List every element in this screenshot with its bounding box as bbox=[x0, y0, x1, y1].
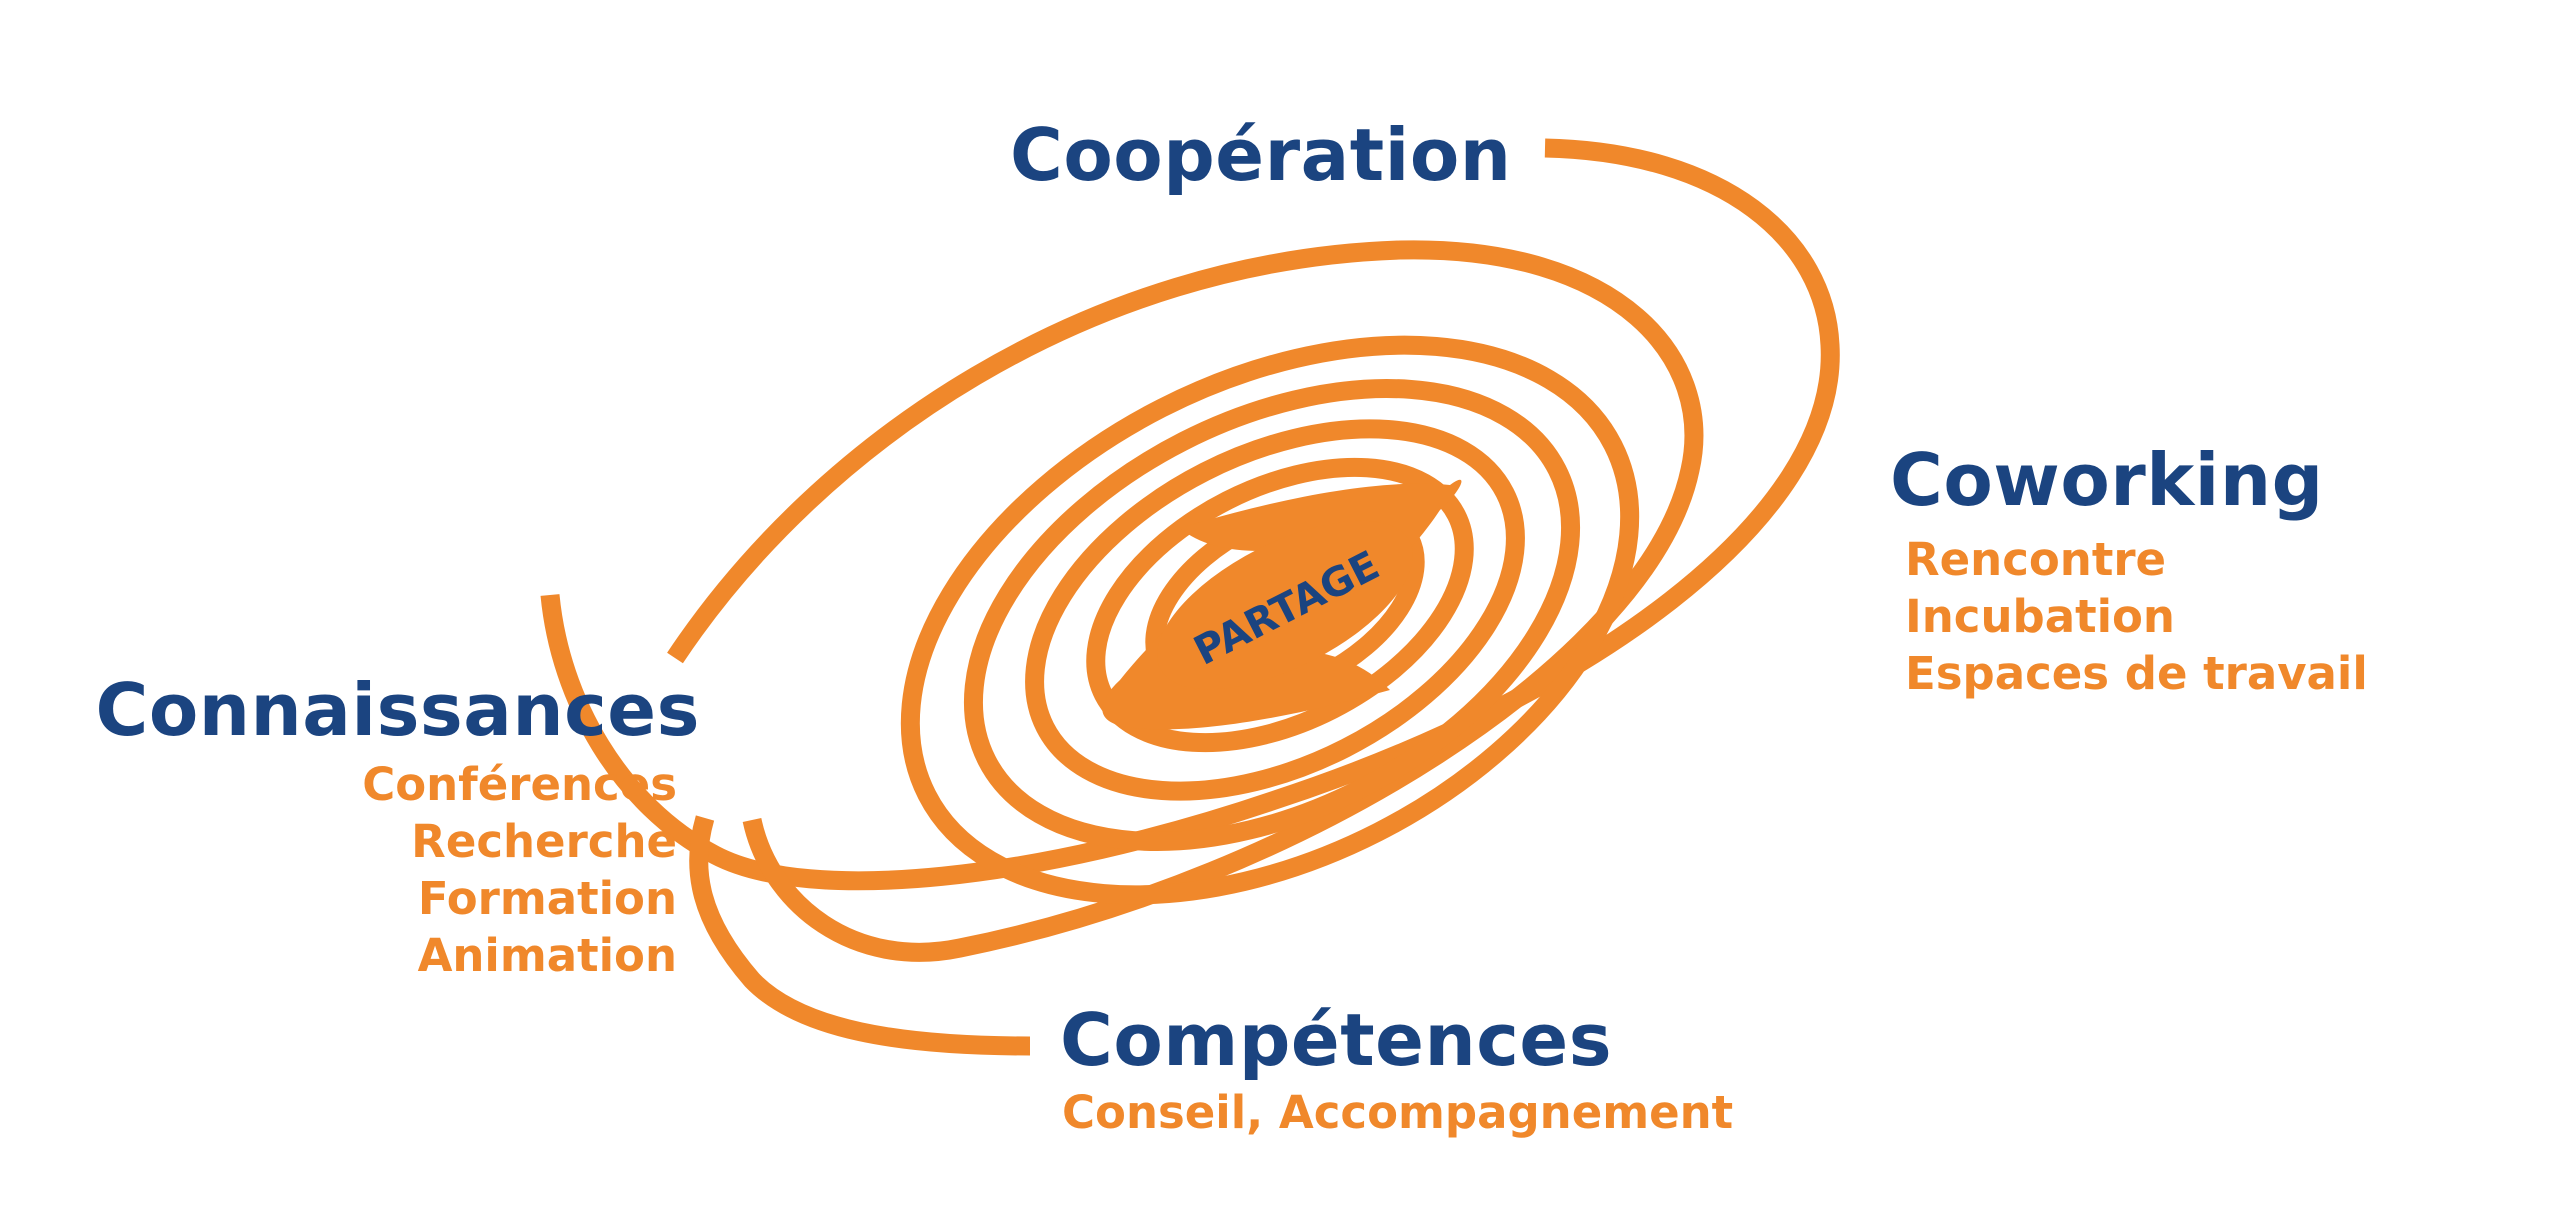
spiral-arm-connaissances-competences bbox=[667, 240, 1704, 962]
center-swirl bbox=[1102, 479, 1462, 730]
coworking-group: Coworking Rencontre Incubation Espaces d… bbox=[1890, 438, 2368, 700]
spiral-arms bbox=[540, 138, 1840, 1056]
coworking-item: Incubation bbox=[1905, 590, 2175, 643]
cooperation-title: Coopération bbox=[1010, 113, 1512, 197]
competences-title: Compétences bbox=[1060, 998, 1612, 1082]
spiral-ring-1 bbox=[900, 335, 1640, 905]
connaissances-group: Connaissances Conférences Recherche Form… bbox=[95, 668, 700, 982]
competences-item: Conseil, Accompagnement bbox=[1062, 1086, 1733, 1139]
coworking-title: Coworking bbox=[1890, 438, 2324, 522]
competences-group: Compétences Conseil, Accompagnement bbox=[1060, 998, 1733, 1139]
connaissances-item: Recherche bbox=[411, 815, 677, 868]
coworking-item: Espaces de travail bbox=[1905, 647, 2368, 700]
spiral-arm-cooperation-coworking bbox=[540, 138, 1840, 891]
connaissances-item: Conférences bbox=[362, 758, 677, 811]
swirl-core bbox=[1157, 520, 1413, 690]
connaissances-title: Connaissances bbox=[95, 668, 700, 752]
spiral-ring-2 bbox=[963, 379, 1581, 851]
coworking-item: Rencontre bbox=[1905, 533, 2166, 586]
spiral-arm-competences-tail bbox=[689, 815, 1031, 1056]
spiral-ring-3 bbox=[1025, 419, 1525, 801]
connaissances-item: Animation bbox=[418, 929, 677, 982]
connaissances-item: Formation bbox=[418, 872, 677, 925]
spiral-ring-4 bbox=[1086, 457, 1474, 753]
